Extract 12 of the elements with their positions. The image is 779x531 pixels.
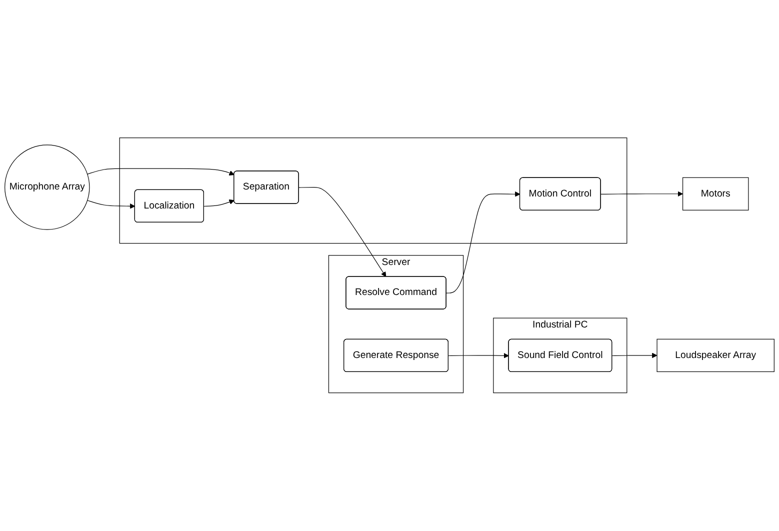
node-box: Loudspeaker Array bbox=[656, 339, 774, 372]
node-box: Motors bbox=[682, 177, 749, 211]
node-circle: Microphone Array bbox=[4, 144, 90, 230]
arrow bbox=[298, 187, 386, 278]
arrow bbox=[600, 191, 684, 197]
cluster bbox=[119, 138, 628, 244]
arrow bbox=[87, 200, 136, 209]
arrow bbox=[448, 353, 510, 358]
arrow bbox=[446, 192, 520, 294]
arrow bbox=[87, 168, 234, 176]
arrow bbox=[204, 200, 234, 207]
arrow bbox=[612, 352, 658, 358]
